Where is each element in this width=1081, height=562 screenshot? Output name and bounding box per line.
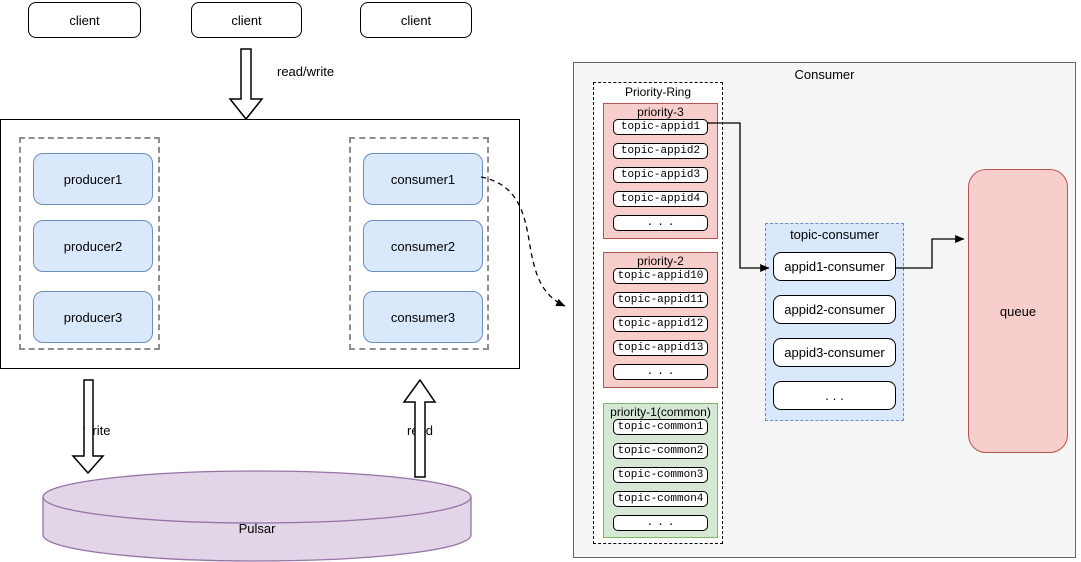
topic-box: ...: [613, 215, 708, 231]
topic-box: topic-appid12: [613, 316, 708, 332]
topic-box: topic-appid11: [613, 292, 708, 308]
topic-box: topic-common3: [613, 467, 708, 483]
write-label: write: [83, 423, 111, 438]
pulsar-cylinder: [42, 470, 472, 562]
priority-group-title: priority-3: [637, 105, 684, 119]
topic-box: topic-common4: [613, 491, 708, 507]
consumer-container-title: Consumer: [794, 67, 855, 82]
producer-box: producer3: [33, 291, 153, 343]
appid-consumer-box: ...: [773, 381, 896, 410]
priority-group-title: priority-2: [637, 254, 684, 268]
read-write-arrow: [228, 48, 264, 121]
client-box: client: [191, 2, 302, 38]
producer-group: producer1 producer2 producer3: [19, 137, 160, 350]
topic-box: topic-appid1: [613, 119, 708, 135]
topic-consumer-title: topic-consumer: [790, 227, 879, 242]
priority-group-title: priority-1(common): [610, 405, 711, 419]
client-box: client: [360, 2, 472, 38]
producer-box: producer2: [33, 220, 153, 272]
topic-box: topic-appid2: [613, 143, 708, 159]
topic-box: topic-appid13: [613, 340, 708, 356]
topic-box: topic-common2: [613, 443, 708, 459]
appid-consumer-box: appid2-consumer: [773, 295, 896, 324]
topic-box: topic-appid10: [613, 268, 708, 284]
consumer-box: consumer3: [363, 291, 483, 343]
read-write-label: read/write: [277, 64, 335, 79]
consumer-box: consumer2: [363, 220, 483, 272]
client-box: client: [28, 2, 141, 38]
topic-box: ...: [613, 364, 708, 380]
appid-consumer-box: appid1-consumer: [773, 252, 896, 281]
read-label: read: [407, 423, 434, 438]
priority-group-priority-1(common): priority-1(common)topic-common1 topic-com…: [603, 403, 718, 538]
consumer-group: consumer1 consumer2 consumer3: [349, 137, 489, 350]
priority-ring-title: Priority-Ring: [624, 85, 691, 99]
topic-box: topic-appid4: [613, 191, 708, 207]
topic-box: ...: [613, 515, 708, 531]
producer-box: producer1: [33, 153, 153, 205]
consumer-box: consumer1: [363, 153, 483, 205]
queue-box: queue: [968, 169, 1068, 453]
pulsar-label: Pulsar: [238, 521, 276, 536]
appid-consumer-box: appid3-consumer: [773, 338, 896, 367]
topic-box: topic-appid3: [613, 167, 708, 183]
topic-consumer-panel: topic-consumer appid1-consumer appid2-con…: [765, 223, 904, 421]
topic-box: topic-common1: [613, 419, 708, 435]
